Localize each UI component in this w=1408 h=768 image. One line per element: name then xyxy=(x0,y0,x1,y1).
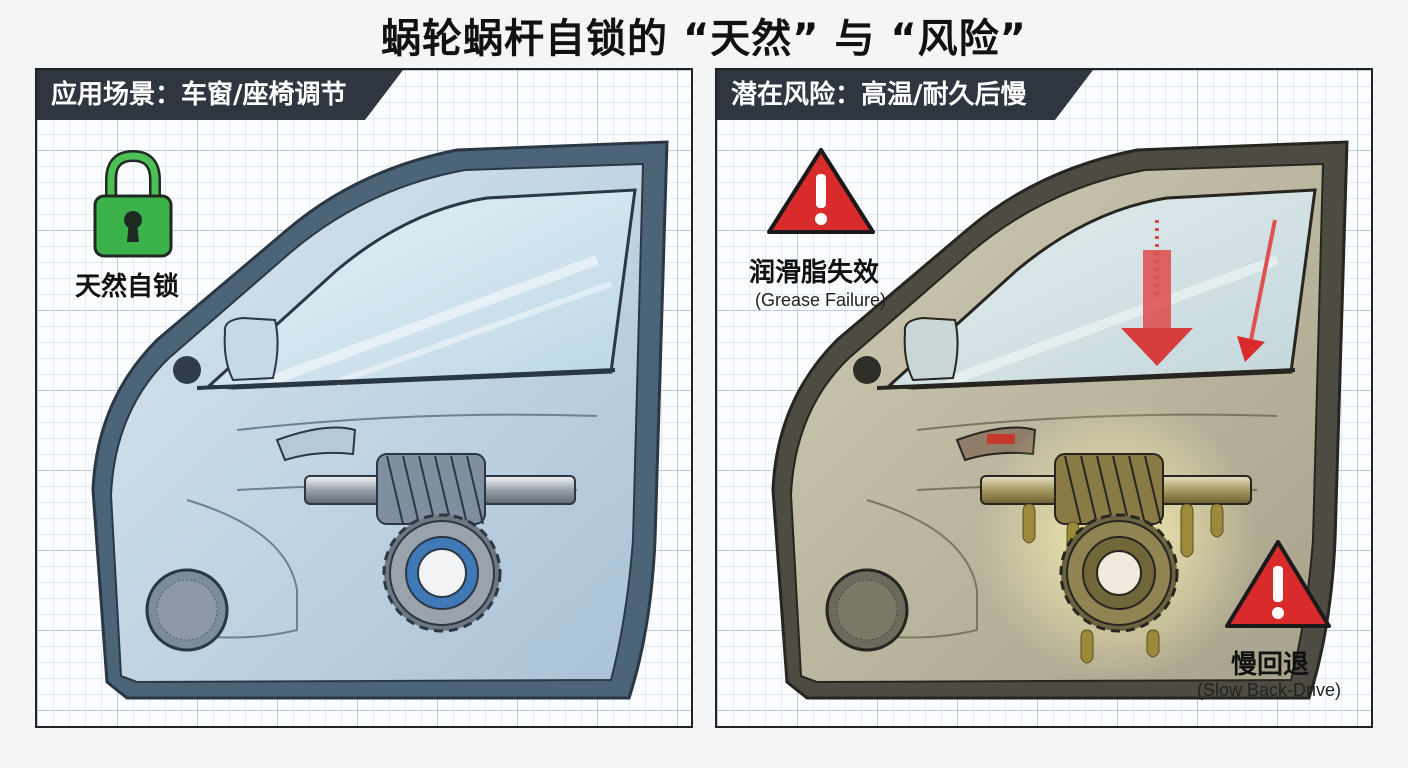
panel-header-risk: 潜在风险：高温/耐久后慢滑 xyxy=(717,70,1093,120)
lock-icon xyxy=(93,150,173,258)
warning-icon xyxy=(1225,540,1331,628)
panel-header-application: 应用场景：车窗/座椅调节 xyxy=(37,70,403,120)
panel-risk: 潜在风险：高温/耐久后慢滑 润滑脂失效 (Grease Failure) 慢回退… xyxy=(715,68,1373,728)
car-door-illustration xyxy=(91,140,669,700)
panel-application: 应用场景：车窗/座椅调节 天然自锁 xyxy=(35,68,693,728)
page-title: 蜗轮蜗杆自锁的 “天然” 与 “风险” xyxy=(381,16,1027,62)
self-lock-label: 天然自锁 xyxy=(75,272,180,302)
grease-failure-sublabel: (Grease Failure) xyxy=(755,290,887,310)
slow-back-drive-label: 慢回退 xyxy=(1231,650,1310,680)
car-door-illustration-risk xyxy=(771,140,1349,700)
slow-back-drive-sublabel: (Slow Back-Drive) xyxy=(1197,680,1342,700)
grease-failure-label: 润滑脂失效 xyxy=(749,258,880,288)
warning-icon xyxy=(767,148,875,234)
slide-arrow xyxy=(1121,220,1193,366)
